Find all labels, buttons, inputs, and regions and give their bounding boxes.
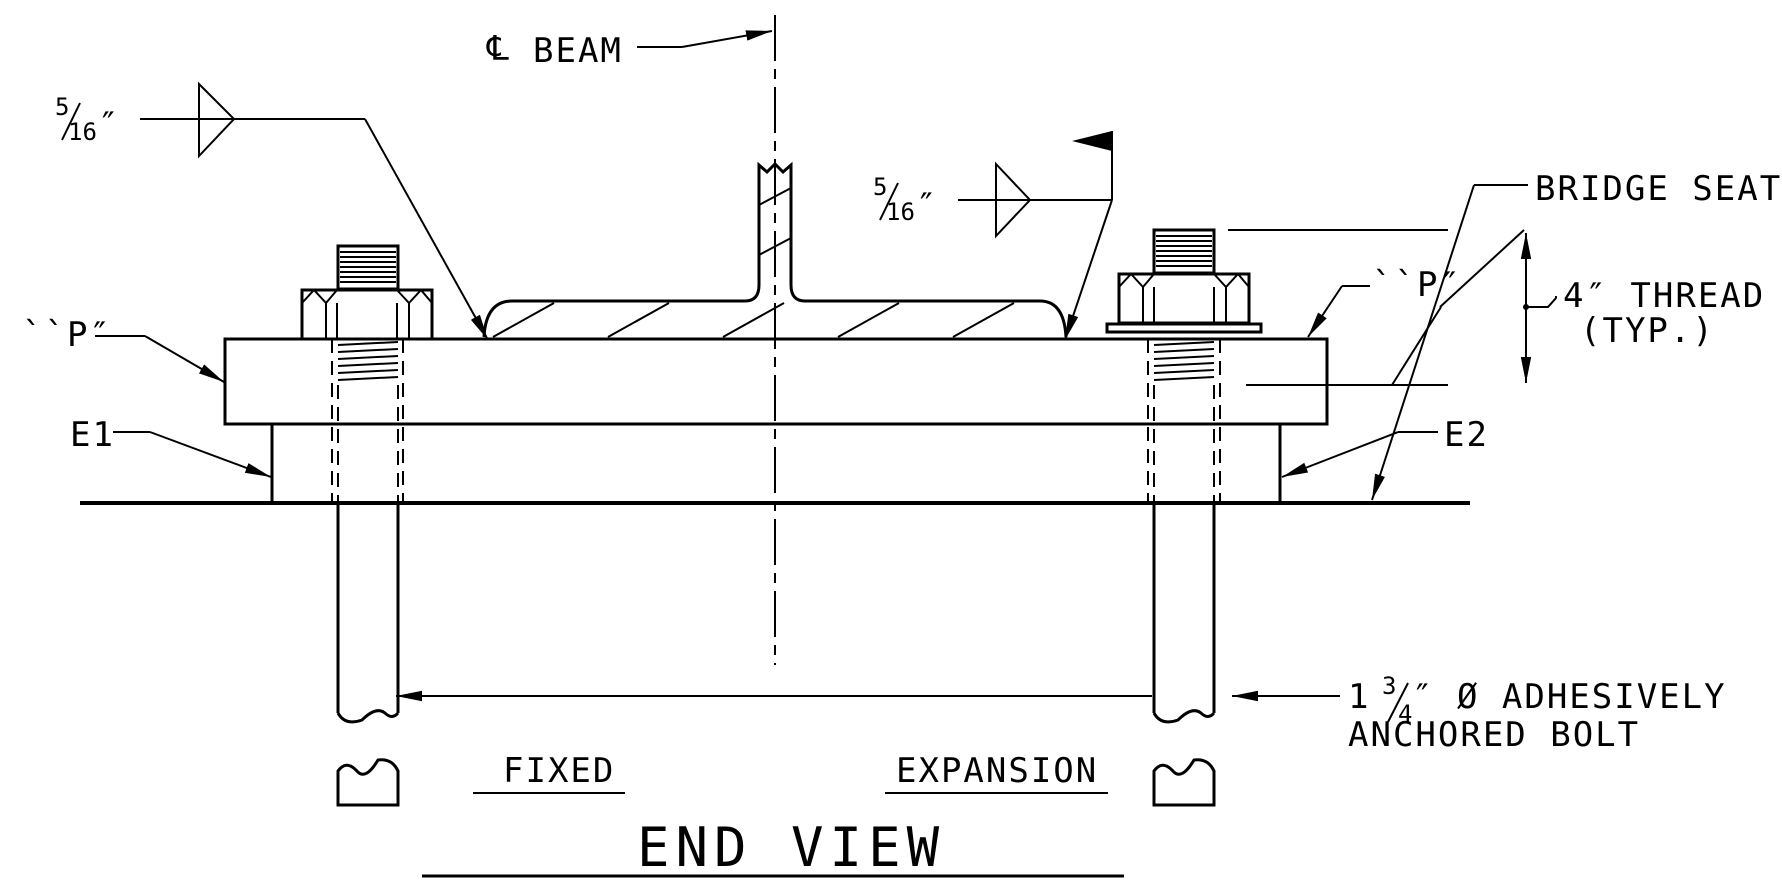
bolt-label-prefix: 1 xyxy=(1348,677,1370,717)
fixed-label: FIXED xyxy=(503,751,615,791)
masonry-plate xyxy=(223,337,1329,426)
thread-label-line1: 4″ THREAD xyxy=(1563,276,1765,316)
bolt-label-line2: ANCHORED BOLT xyxy=(1348,715,1640,755)
weld-symbol-left xyxy=(140,81,489,341)
anchor-bolt-expansion xyxy=(1105,228,1263,807)
weld-size-left-num: 5 xyxy=(55,93,69,121)
thread-dimension xyxy=(1228,229,1557,386)
anchor-bolt-fixed xyxy=(300,244,434,807)
bolt-frac-den: 4 xyxy=(1398,700,1412,728)
view-title: END VIEW xyxy=(637,816,945,879)
e1-label: E1 xyxy=(70,415,115,455)
weld-size-left-unit: ″ xyxy=(98,105,120,145)
weld-size-right-num: 5 xyxy=(873,173,887,201)
plate-label-right: ``P″ xyxy=(1372,265,1462,305)
weld-size-left-den: 16 xyxy=(68,118,97,146)
weld-symbol-right xyxy=(958,131,1113,341)
centerline-label: BEAM xyxy=(533,31,623,71)
bolt-frac-num: 3 xyxy=(1382,672,1396,700)
expansion-label: EXPANSION xyxy=(896,751,1098,791)
e2-label: E2 xyxy=(1444,415,1489,455)
bridge-seat-label: BRIDGE SEAT xyxy=(1535,169,1782,209)
thread-label-line2: (TYP.) xyxy=(1580,311,1715,351)
bolt-label-line1: ″ Ø ADHESIVELY xyxy=(1412,677,1727,717)
plate-label-left: ``P″ xyxy=(22,315,112,355)
beam-flange xyxy=(482,161,1068,338)
centerline-symbol: ℄ xyxy=(486,29,511,69)
weld-size-right-den: 16 xyxy=(886,198,915,226)
weld-size-right-unit: ″ xyxy=(916,186,938,226)
